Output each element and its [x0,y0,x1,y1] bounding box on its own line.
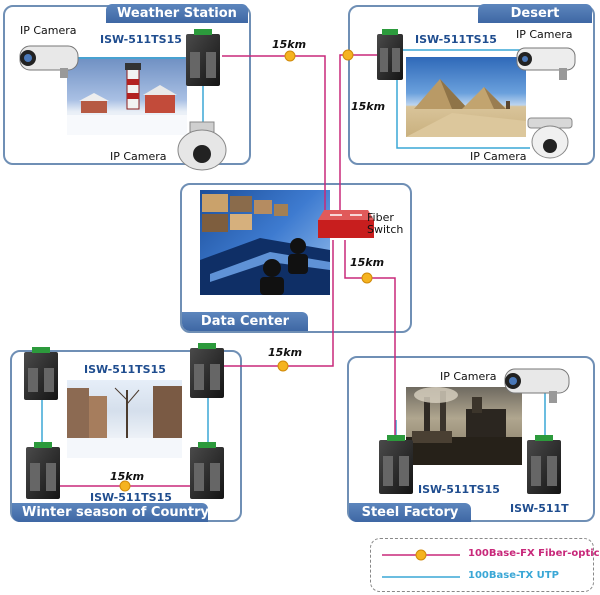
fiber-nodes [119,49,373,492]
fiber-node [342,49,354,61]
steel-camera-label: IP Camera [440,370,497,383]
steel-factory-illustration [406,387,522,465]
legend-fiber-label: 100Base-FX Fiber-optic [468,548,600,559]
desert-switch-model: ISW-511TS15 [415,33,497,46]
weather-camera-bottom-label: IP Camera [110,150,167,163]
steel-left-model: ISW-511TS15 [418,483,500,496]
control-room-photo [200,190,330,295]
bullet-camera-icon [516,47,576,80]
bullet-camera-icon [19,45,79,78]
weather-switch-model: ISW-511TS15 [100,33,182,46]
winter-top-model: ISW-511TS15 [84,363,166,376]
industrial-switch [24,347,58,400]
fiber-switch-icon [318,210,374,238]
industrial-switch [186,29,220,86]
fiber-node [119,480,131,492]
legend [370,538,594,592]
fiber-steel [344,240,396,440]
desert-title: Desert [478,4,592,23]
control-room-illustration [200,194,330,295]
winter-street-photo [67,380,182,458]
utp-steel-right [535,389,546,440]
steel-factory-photo [406,387,522,465]
weather-camera-top-label: IP Camera [20,24,77,37]
fiber-lines [60,54,396,487]
desert-camera-bottom-label: IP Camera [470,150,527,163]
industrial-switch [379,435,413,494]
winter-bottom-model: ISW-511TS15 [90,491,172,504]
fiber-winter [222,240,334,367]
utp-lines [41,49,546,450]
dome-camera-icon [177,121,227,171]
industrial-switch [527,435,561,494]
pyramids-illustration [406,79,526,137]
lighthouse-illustration [67,63,187,135]
winter-street-illustration [67,386,182,458]
fiber-weather [222,55,326,228]
fiber-node [284,50,296,62]
data-center-title: Data Center [182,312,308,331]
distance-desert: 15km [351,100,386,113]
distance-datacenter: 15km [350,256,385,269]
winter-title: Winter season of Country [12,503,209,522]
legend-utp-label: 100Base-TX UTP [468,570,559,581]
fiber-node [361,272,373,284]
steel-factory-title: Steel Factory [349,503,471,522]
lighthouse-photo [67,57,187,135]
utp-desert-camera2 [396,80,530,149]
fiber-desert [339,54,378,210]
weather-station-title: Weather Station [106,4,248,23]
industrial-switch [190,442,224,499]
distance-weather: 15km [272,38,307,51]
industrial-switch [190,343,224,398]
steel-right-model: ISW-511T [510,502,569,515]
industrial-switch [377,29,403,80]
dome-camera-icon [527,117,573,159]
desert-camera-top-label: IP Camera [516,28,573,41]
bullet-camera-icon [504,368,570,403]
fiber-switch-label: Fiber Switch [367,211,404,236]
pyramids-photo [406,57,526,137]
distance-winter-internal: 15km [110,470,145,483]
fiber-node [277,360,289,372]
industrial-switch [26,442,60,499]
distance-winter: 15km [268,346,303,359]
